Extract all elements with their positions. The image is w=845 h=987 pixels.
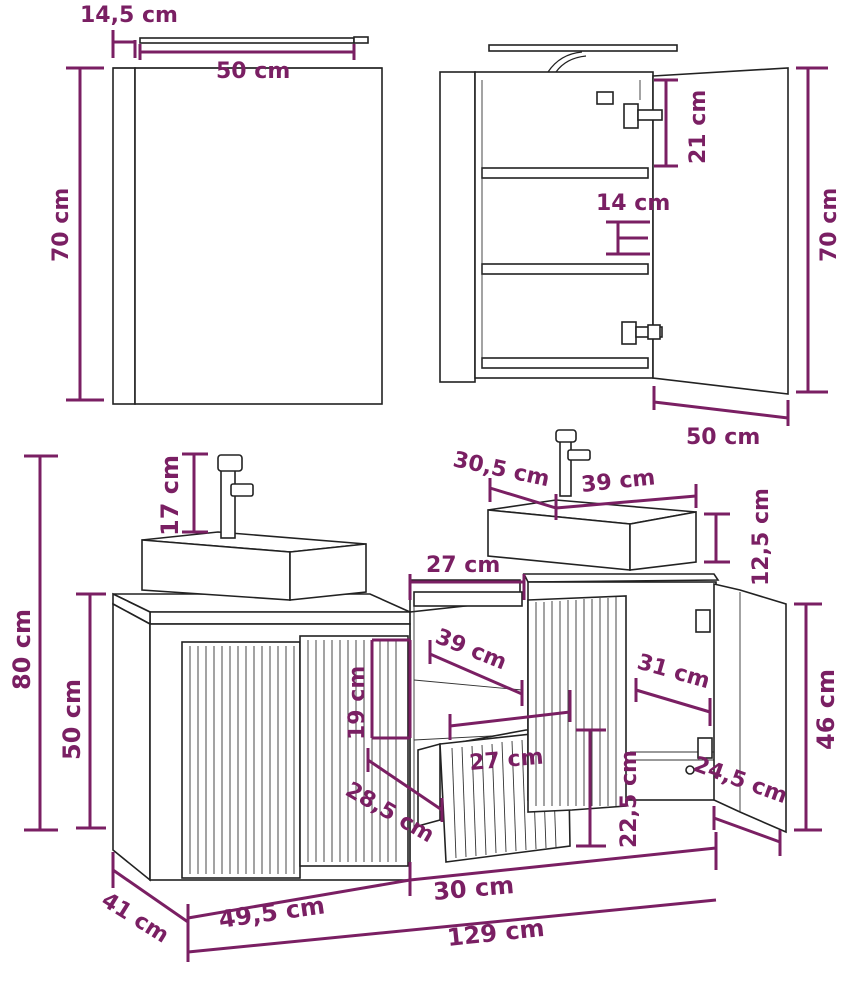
- door-ribs-left: [189, 640, 397, 874]
- label-door-width: 50 cm: [686, 425, 760, 450]
- cabinet-front-mirror: [134, 67, 383, 405]
- label-top-compartment: 21 cm: [686, 90, 711, 164]
- mirror-cabinet-closed: [112, 36, 383, 405]
- hinge-top: [596, 80, 663, 129]
- label-mirror-depth: 14,5 cm: [80, 3, 178, 28]
- label-basin-depth: 30,5 cm: [451, 447, 552, 492]
- shelf-lower: [481, 263, 649, 275]
- lamp-bar-open: [488, 44, 678, 52]
- dimension-shelf-gap: 14 cm: [596, 191, 670, 256]
- dimension-cabinet-height: 50 cm: [58, 592, 106, 830]
- mirror-cabinet-open: [439, 44, 789, 395]
- right-door-closed: [527, 595, 627, 813]
- dimension-total-height: 80 cm: [8, 454, 58, 832]
- cabinet-bottom: [481, 357, 649, 369]
- label-open-width: 27 cm: [426, 553, 500, 578]
- label-drawer-height: 22,5 cm: [617, 750, 642, 848]
- label-left-width: 49,5 cm: [217, 891, 327, 934]
- label-total-height: 80 cm: [8, 609, 36, 690]
- dimension-mirror-height-left: 70 cm: [49, 66, 104, 402]
- label-door-height: 46 cm: [812, 669, 840, 750]
- dimension-inner-height: 19 cm: [345, 638, 412, 740]
- door-ribs-right: [535, 597, 617, 806]
- lamp-bar: [139, 37, 355, 44]
- dimension-top-compartment: 21 cm: [654, 78, 711, 168]
- dimension-mirror-height-right: 70 cm: [796, 66, 842, 394]
- label-depth: 41 cm: [97, 888, 173, 949]
- label-basin-width: 39 cm: [580, 465, 656, 498]
- label-total-width: 129 cm: [446, 914, 546, 952]
- dimension-widths: [186, 832, 718, 962]
- hinge-bottom: [621, 321, 663, 345]
- dimension-drawer-height: 22,5 cm: [576, 728, 642, 848]
- label-faucet-height: 17 cm: [156, 455, 184, 536]
- dimension-door-height: 46 cm: [794, 602, 840, 832]
- countertop-right: [522, 573, 720, 583]
- left-door-1: [181, 641, 301, 879]
- right-door-open: [713, 582, 787, 834]
- dimension-open-width: 27 cm: [408, 553, 526, 600]
- dimension-basin-height: 12,5 cm: [704, 488, 774, 586]
- left-door-2: [299, 635, 409, 867]
- drawer-side: [417, 742, 441, 828]
- label-inner-height: 19 cm: [345, 666, 370, 740]
- cabinet-door-open: [652, 67, 789, 395]
- vanity-unit: [112, 429, 787, 882]
- dimension-inner-depth: 39 cm: [428, 624, 524, 706]
- cabinet-side-open: [439, 71, 476, 383]
- label-mirror-height-right: 70 cm: [817, 188, 842, 262]
- cabinet-side-panel: [112, 67, 136, 405]
- label-inner-depth: 39 cm: [432, 624, 510, 675]
- label-cabinet-height: 50 cm: [58, 679, 86, 760]
- faucet-left: [217, 454, 254, 539]
- label-shelf-gap: 14 cm: [596, 191, 670, 216]
- dimension-faucet-height: 17 cm: [156, 452, 208, 536]
- label-mirror-height-left: 70 cm: [49, 188, 74, 262]
- dimension-mirror-width: 50 cm: [138, 44, 356, 84]
- middle-top-front: [413, 591, 523, 607]
- left-cabinet-side: [112, 602, 151, 882]
- shelf-upper: [481, 167, 649, 179]
- dimension-mirror-depth: 14,5 cm: [80, 3, 178, 58]
- faucet-right: [555, 429, 591, 497]
- label-basin-height: 12,5 cm: [749, 488, 774, 586]
- dimension-door-width: 50 cm: [652, 386, 790, 450]
- label-mirror-width: 50 cm: [216, 59, 290, 84]
- label-middle-width: 30 cm: [432, 871, 515, 906]
